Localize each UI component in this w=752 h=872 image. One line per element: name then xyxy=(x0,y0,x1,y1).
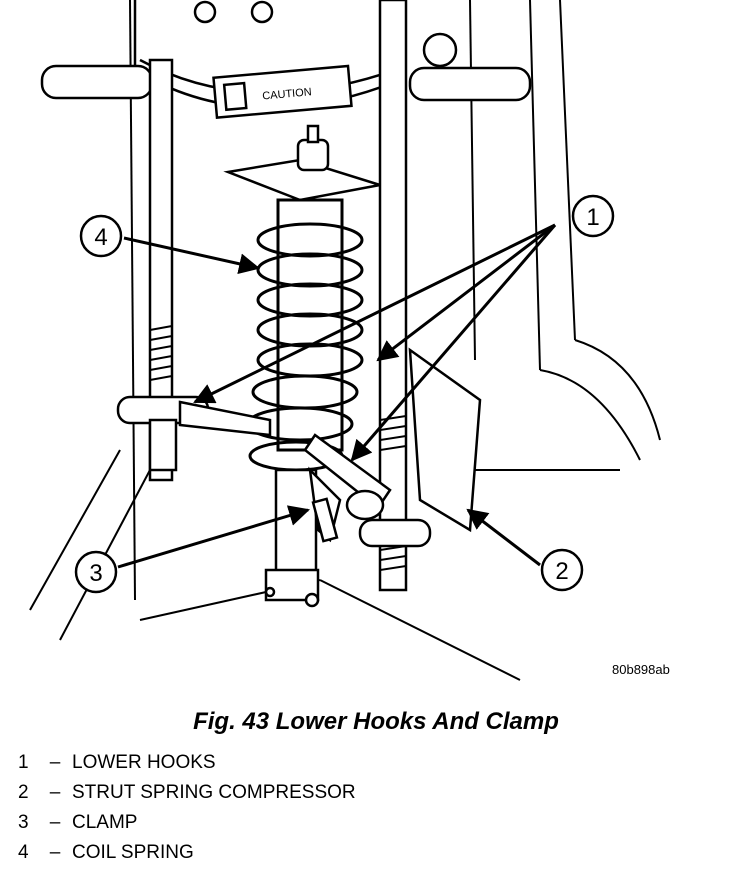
legend-separator: – xyxy=(49,782,61,803)
strut-compressor-illustration: CAUTION xyxy=(29,0,661,681)
upper-mount-plate xyxy=(223,124,381,202)
legend-number: 3 xyxy=(18,812,29,833)
svg-text:3: 3 xyxy=(89,560,102,587)
legend-separator: – xyxy=(49,752,61,773)
legend-number: 4 xyxy=(18,842,29,863)
figure-title: Fig. 43 Lower Hooks And Clamp xyxy=(193,708,559,735)
lower-hooks-crossbar xyxy=(116,347,482,548)
leader-lines xyxy=(117,223,557,569)
clamp xyxy=(308,466,342,543)
caution-label: CAUTION xyxy=(262,86,312,102)
callout-4: 4 xyxy=(79,214,123,258)
callout-2: 2 xyxy=(540,548,584,592)
coil-spring xyxy=(246,198,364,472)
legend-item: 4 – COIL SPRING xyxy=(18,838,356,868)
svg-text:2: 2 xyxy=(555,558,568,585)
strut-body xyxy=(264,468,320,608)
legend-item: 3 – CLAMP xyxy=(18,808,356,838)
legend: 1 – LOWER HOOKS 2 – STRUT SPRING COMPRES… xyxy=(18,748,356,868)
legend-label: CLAMP xyxy=(72,812,138,833)
legend-label: LOWER HOOKS xyxy=(72,752,216,773)
svg-text:1: 1 xyxy=(586,204,599,231)
legend-number: 2 xyxy=(18,782,29,803)
callout-1: 1 xyxy=(571,194,615,238)
legend-label: COIL SPRING xyxy=(72,842,194,863)
legend-number: 1 xyxy=(18,752,29,773)
legend-item: 2 – STRUT SPRING COMPRESSOR xyxy=(18,778,356,808)
legend-separator: – xyxy=(49,812,61,833)
legend-label: STRUT SPRING COMPRESSOR xyxy=(72,782,356,803)
legend-item: 1 – LOWER HOOKS xyxy=(18,748,356,778)
svg-text:4: 4 xyxy=(94,224,107,251)
image-code: 80b898ab xyxy=(612,662,670,677)
legend-separator: – xyxy=(49,842,61,863)
callout-3: 3 xyxy=(74,550,118,594)
threaded-rods xyxy=(148,0,408,592)
